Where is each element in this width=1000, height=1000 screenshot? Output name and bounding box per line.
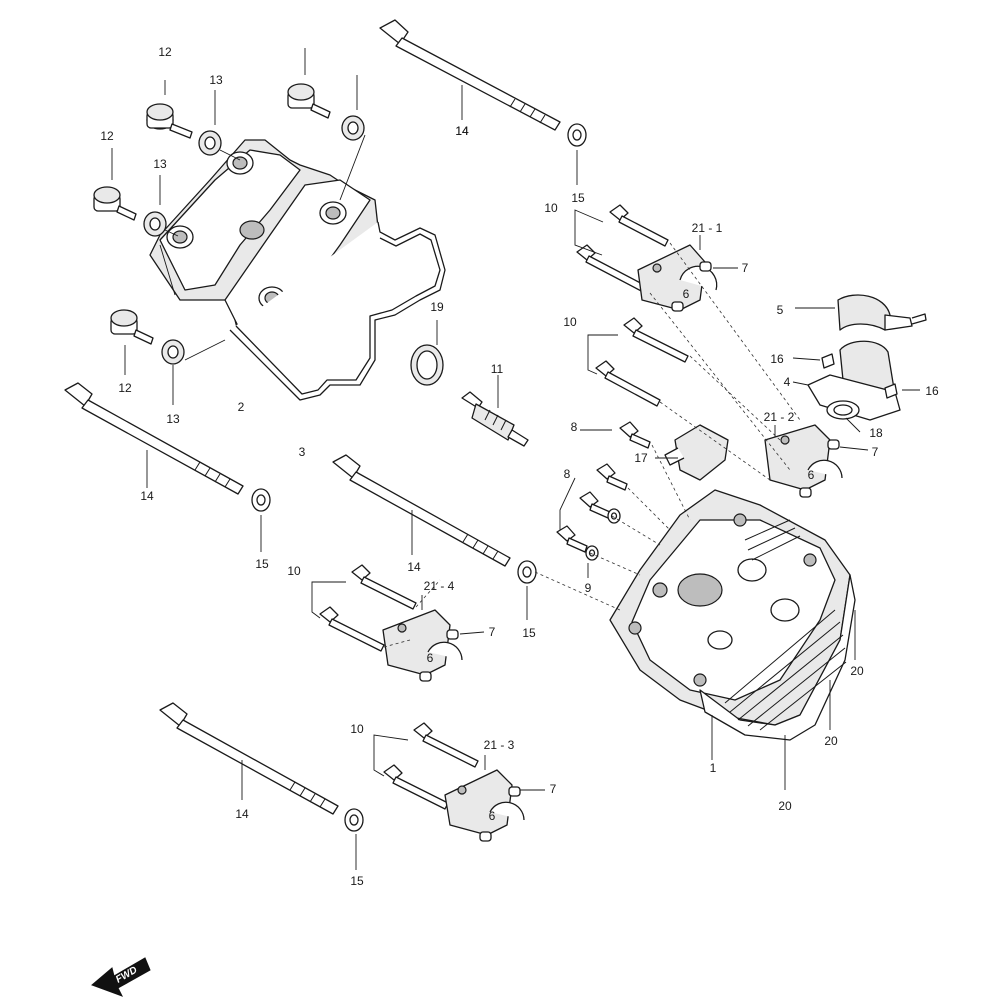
cylinder-head-1 — [609, 489, 856, 790]
part-label: 21 - 2 — [764, 410, 795, 424]
cam-cap-21-3 — [373, 722, 545, 842]
part-label: 7 — [550, 782, 557, 796]
part-label: 8 — [571, 420, 578, 434]
valve-cover-gasket — [229, 221, 446, 401]
rocker-bracket-17 — [655, 424, 729, 481]
part-label: 17 — [634, 451, 648, 465]
part-label: 13 — [153, 157, 167, 171]
part-label: 12 — [118, 381, 132, 395]
part-label: 14 — [235, 807, 249, 821]
stud-14-top — [379, 19, 561, 131]
washer-13-b — [143, 211, 167, 237]
oil-seal-19 — [410, 320, 444, 386]
part-labels: 1234566667777889101010101112121213131314… — [100, 45, 939, 888]
part-label: 3 — [299, 445, 306, 459]
part-label: 10 — [287, 564, 301, 578]
part-label: 15 — [522, 626, 536, 640]
part-label: 7 — [872, 445, 879, 459]
cam-cap-21-4 — [311, 564, 485, 682]
part-label: 16 — [925, 384, 939, 398]
part-label: 7 — [489, 625, 496, 639]
part-label: 12 — [158, 45, 172, 59]
part-label: 13 — [209, 73, 223, 87]
part-label: 19 — [430, 300, 444, 314]
part-label: 16 — [770, 352, 784, 366]
part-label: 11 — [491, 362, 504, 376]
fwd-arrow-icon — [91, 957, 151, 997]
part-label: 4 — [784, 375, 791, 389]
bolt-12-b — [93, 186, 137, 221]
assembly-lines — [383, 242, 801, 648]
part-label: 18 — [869, 426, 883, 440]
washer-13-d — [161, 339, 185, 365]
part-label: 2 — [238, 400, 245, 414]
part-label: 6 — [489, 809, 496, 823]
part-label: 20 — [778, 799, 792, 813]
part-label: 6 — [427, 651, 434, 665]
part-label: 15 — [571, 191, 585, 205]
part-label: 13 — [166, 412, 180, 426]
cover-bolt-group — [93, 48, 366, 405]
washer-13-c — [341, 115, 365, 141]
part-label: 20 — [824, 734, 838, 748]
part-label: 1 — [710, 761, 717, 775]
cam-cap-21-1 — [574, 204, 738, 312]
intake-manifold — [792, 294, 927, 433]
bolts-8-washer-9 — [556, 421, 651, 578]
bolt-12-a — [146, 103, 193, 139]
part-label: 14 — [455, 124, 469, 138]
washers-15 — [146, 85, 587, 870]
stud-14-left — [64, 382, 244, 495]
part-label: 21 - 4 — [424, 579, 455, 593]
bolt-12-d — [110, 309, 154, 345]
cam-cap-21-2 — [587, 317, 869, 498]
part-label: 9 — [585, 581, 592, 595]
part-label: 10 — [563, 315, 577, 329]
spark-plug-11 — [461, 375, 529, 447]
part-label: 14 — [407, 560, 421, 574]
part-label: 14 — [455, 124, 469, 138]
part-label: 6 — [808, 468, 815, 482]
part-label: 5 — [777, 303, 784, 317]
part-label: 10 — [544, 201, 558, 215]
part-label: 7 — [742, 261, 749, 275]
bolt-12-c — [287, 83, 331, 119]
stud-14-middle — [332, 454, 511, 567]
part-label: 21 - 3 — [484, 738, 515, 752]
part-label: 6 — [683, 287, 690, 301]
part-label: 8 — [564, 467, 571, 481]
part-label: 20 — [850, 664, 864, 678]
part-label: 14 — [140, 489, 154, 503]
washer-13-a — [198, 130, 222, 156]
part-label: 12 — [100, 129, 114, 143]
part-label: 21 - 1 — [692, 221, 723, 235]
part-label: 10 — [350, 722, 364, 736]
part-label: 15 — [255, 557, 269, 571]
part-label: 15 — [350, 874, 364, 888]
stud-14-bottom — [159, 702, 339, 815]
